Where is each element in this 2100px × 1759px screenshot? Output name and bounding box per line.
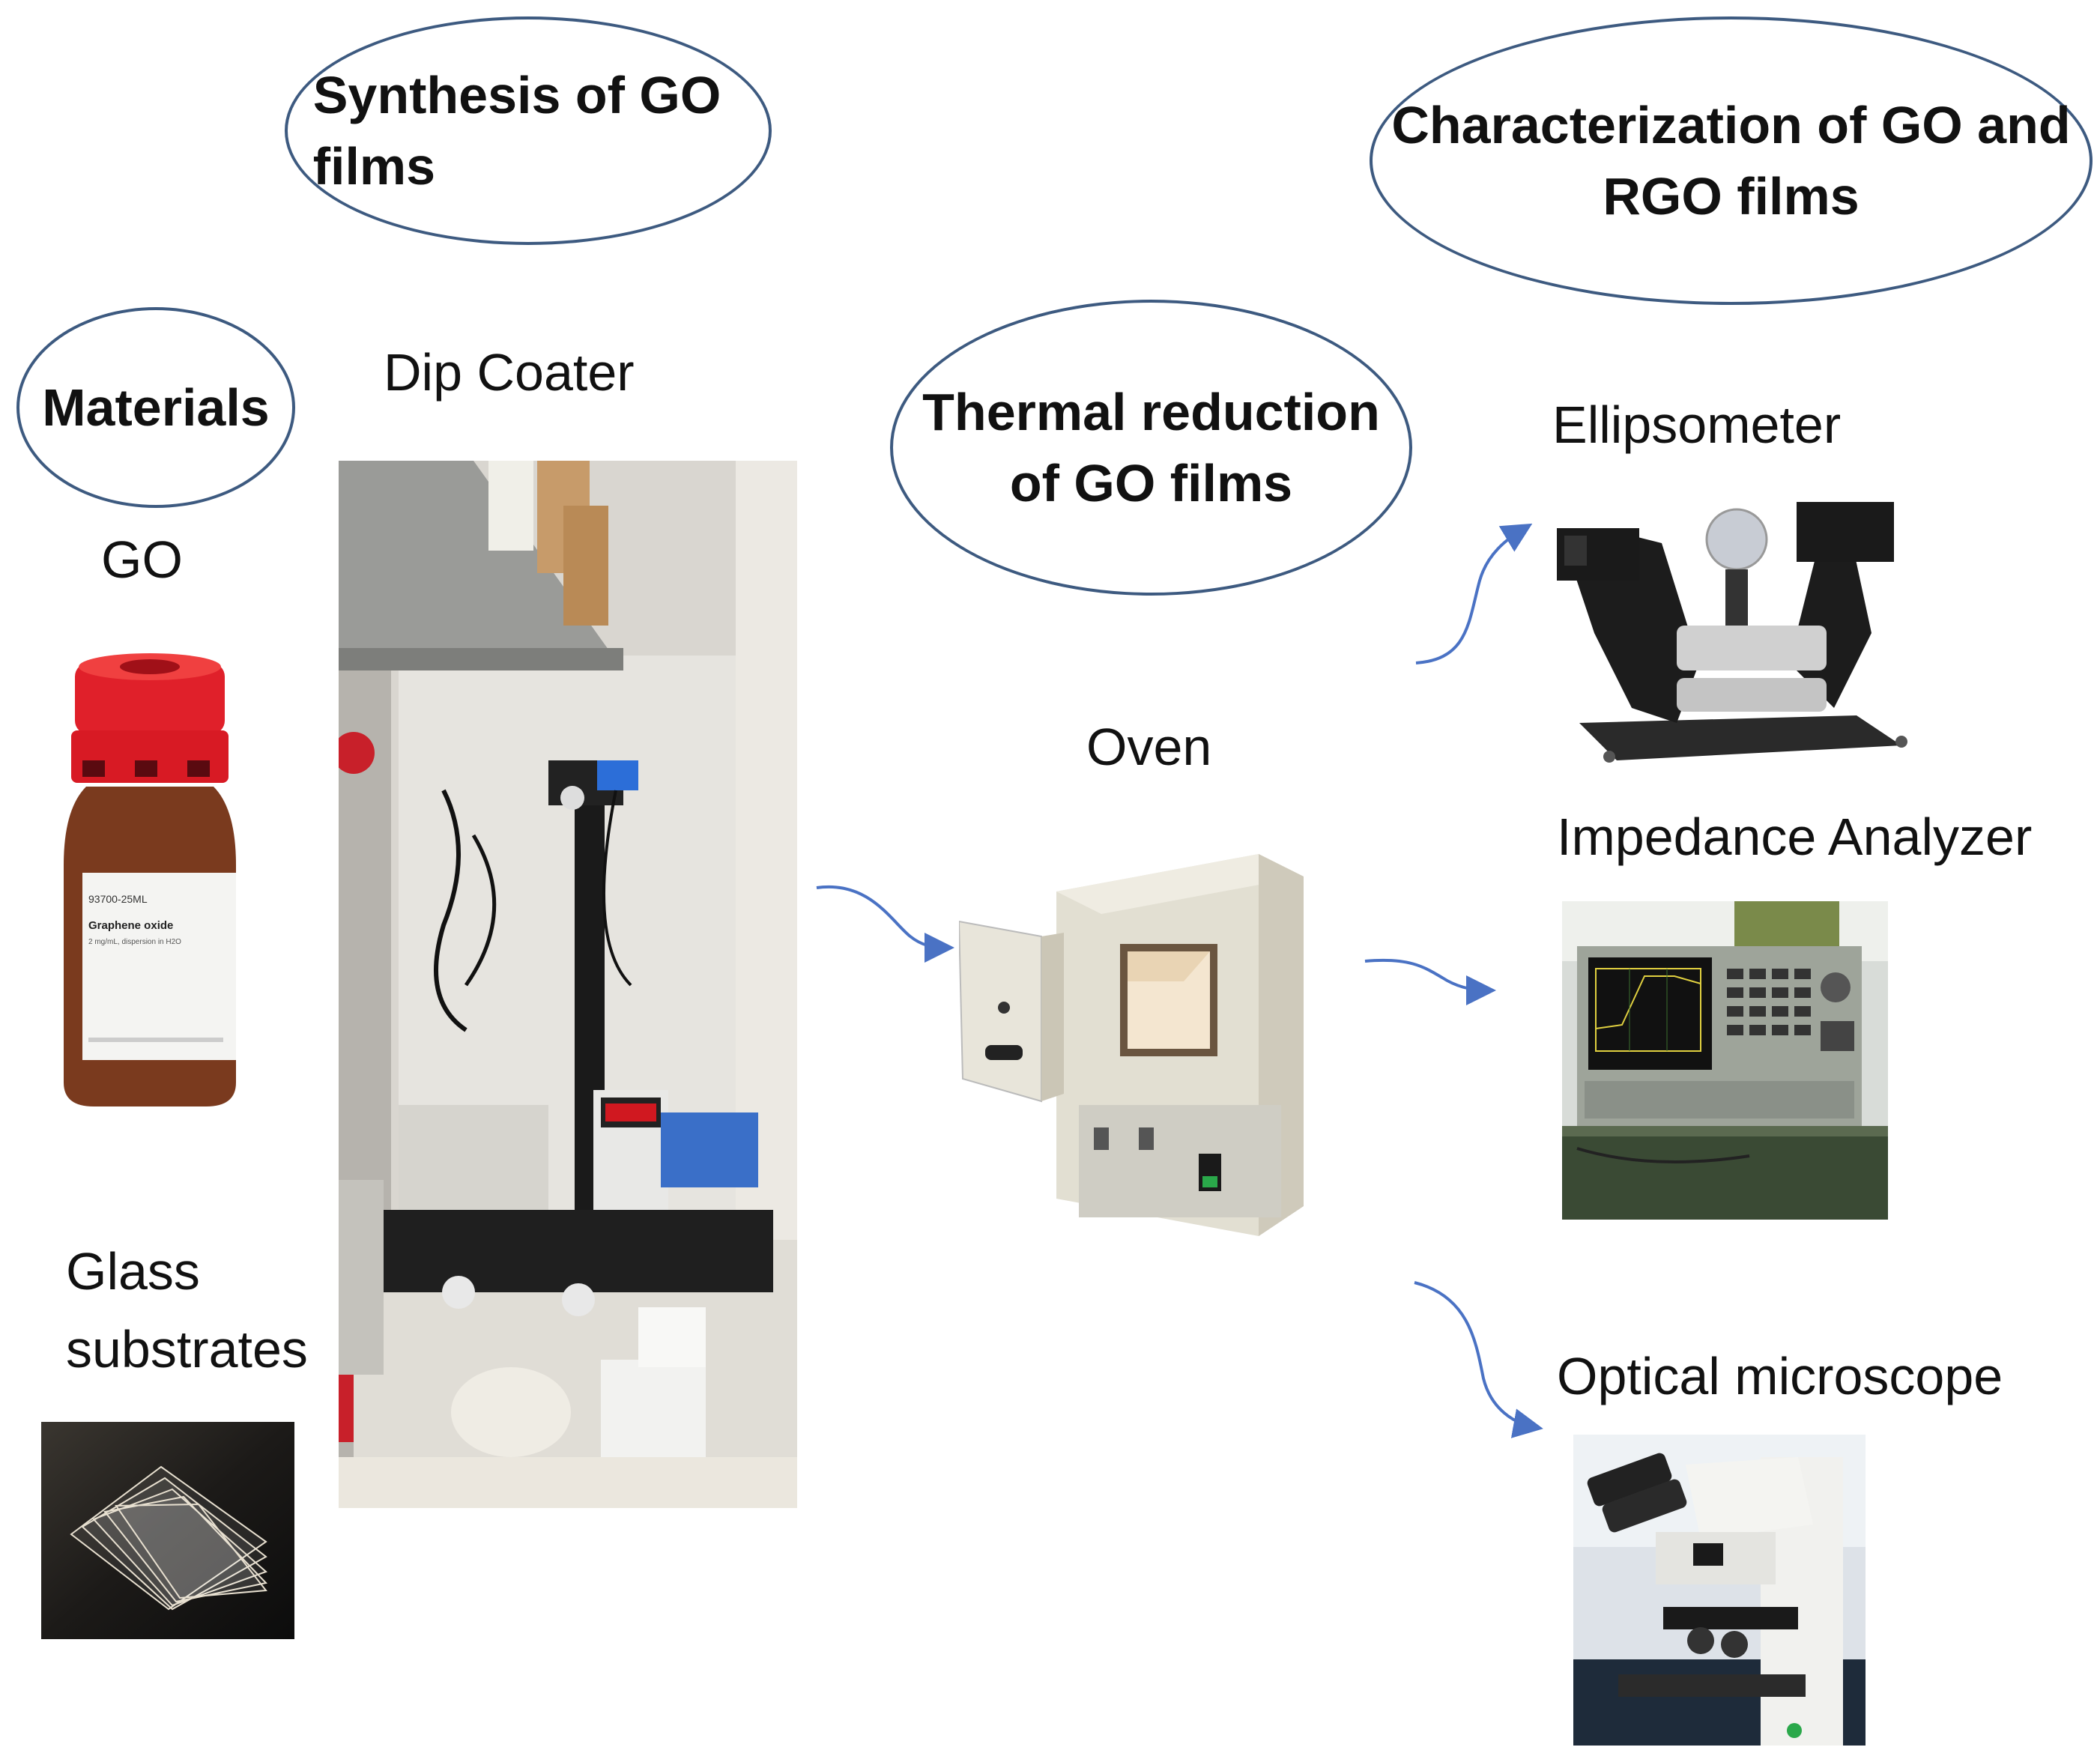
bottle-name: Graphene oxide xyxy=(88,919,173,932)
thermal-title-line1: Thermal reduction xyxy=(922,383,1380,441)
impedance-analyzer-label: Impedance Analyzer xyxy=(1557,808,2033,866)
synthesis-ellipse: Synthesis of GO films xyxy=(285,16,772,245)
characterization-ellipse: Characterization of GO and RGO films xyxy=(1370,16,2093,305)
optical-microscope-label: Optical microscope xyxy=(1557,1347,2003,1405)
impedance-analyzer-image xyxy=(1562,901,1888,1220)
characterization-title-line1: Characterization of GO and xyxy=(1391,96,2071,154)
oven-image xyxy=(959,847,1307,1236)
materials-ellipse: Materials xyxy=(16,307,295,508)
characterization-title-line2: RGO films xyxy=(1603,166,1860,225)
arrow-dipcoater-to-oven xyxy=(816,885,954,963)
dip-coater-label: Dip Coater xyxy=(384,343,635,402)
ellipsometer-image xyxy=(1549,498,1925,775)
bottle-desc: 2 mg/mL, dispersion in H2O xyxy=(88,938,181,946)
arrow-to-optical-microscope xyxy=(1414,1281,1543,1438)
glass-substrates-image xyxy=(41,1422,294,1639)
arrow-to-ellipsometer xyxy=(1415,523,1533,664)
glass-label-line1: Glass xyxy=(66,1242,200,1301)
glass-substrates-label: Glass substrates xyxy=(66,1240,321,1381)
optical-microscope-image xyxy=(1573,1435,1866,1746)
go-bottle-image: 93700-25ML Graphene oxide 2 mg/mL, dispe… xyxy=(22,648,262,1120)
synthesis-title-line2: films xyxy=(312,136,436,196)
go-label: GO xyxy=(101,530,183,589)
glass-label-line2: substrates xyxy=(66,1320,308,1378)
oven-label: Oven xyxy=(1086,718,1212,776)
bottle-code: 93700-25ML xyxy=(88,893,148,905)
dip-coater-image xyxy=(339,461,797,1508)
thermal-title-line2: of GO films xyxy=(1009,453,1293,512)
materials-title: Materials xyxy=(42,378,270,437)
thermal-reduction-ellipse: Thermal reduction of GO films xyxy=(890,300,1412,596)
ellipsometer-label: Ellipsometer xyxy=(1552,396,1842,454)
arrow-to-impedance-analyzer xyxy=(1364,958,1496,1005)
synthesis-title-line1: Synthesis of GO xyxy=(312,66,721,124)
